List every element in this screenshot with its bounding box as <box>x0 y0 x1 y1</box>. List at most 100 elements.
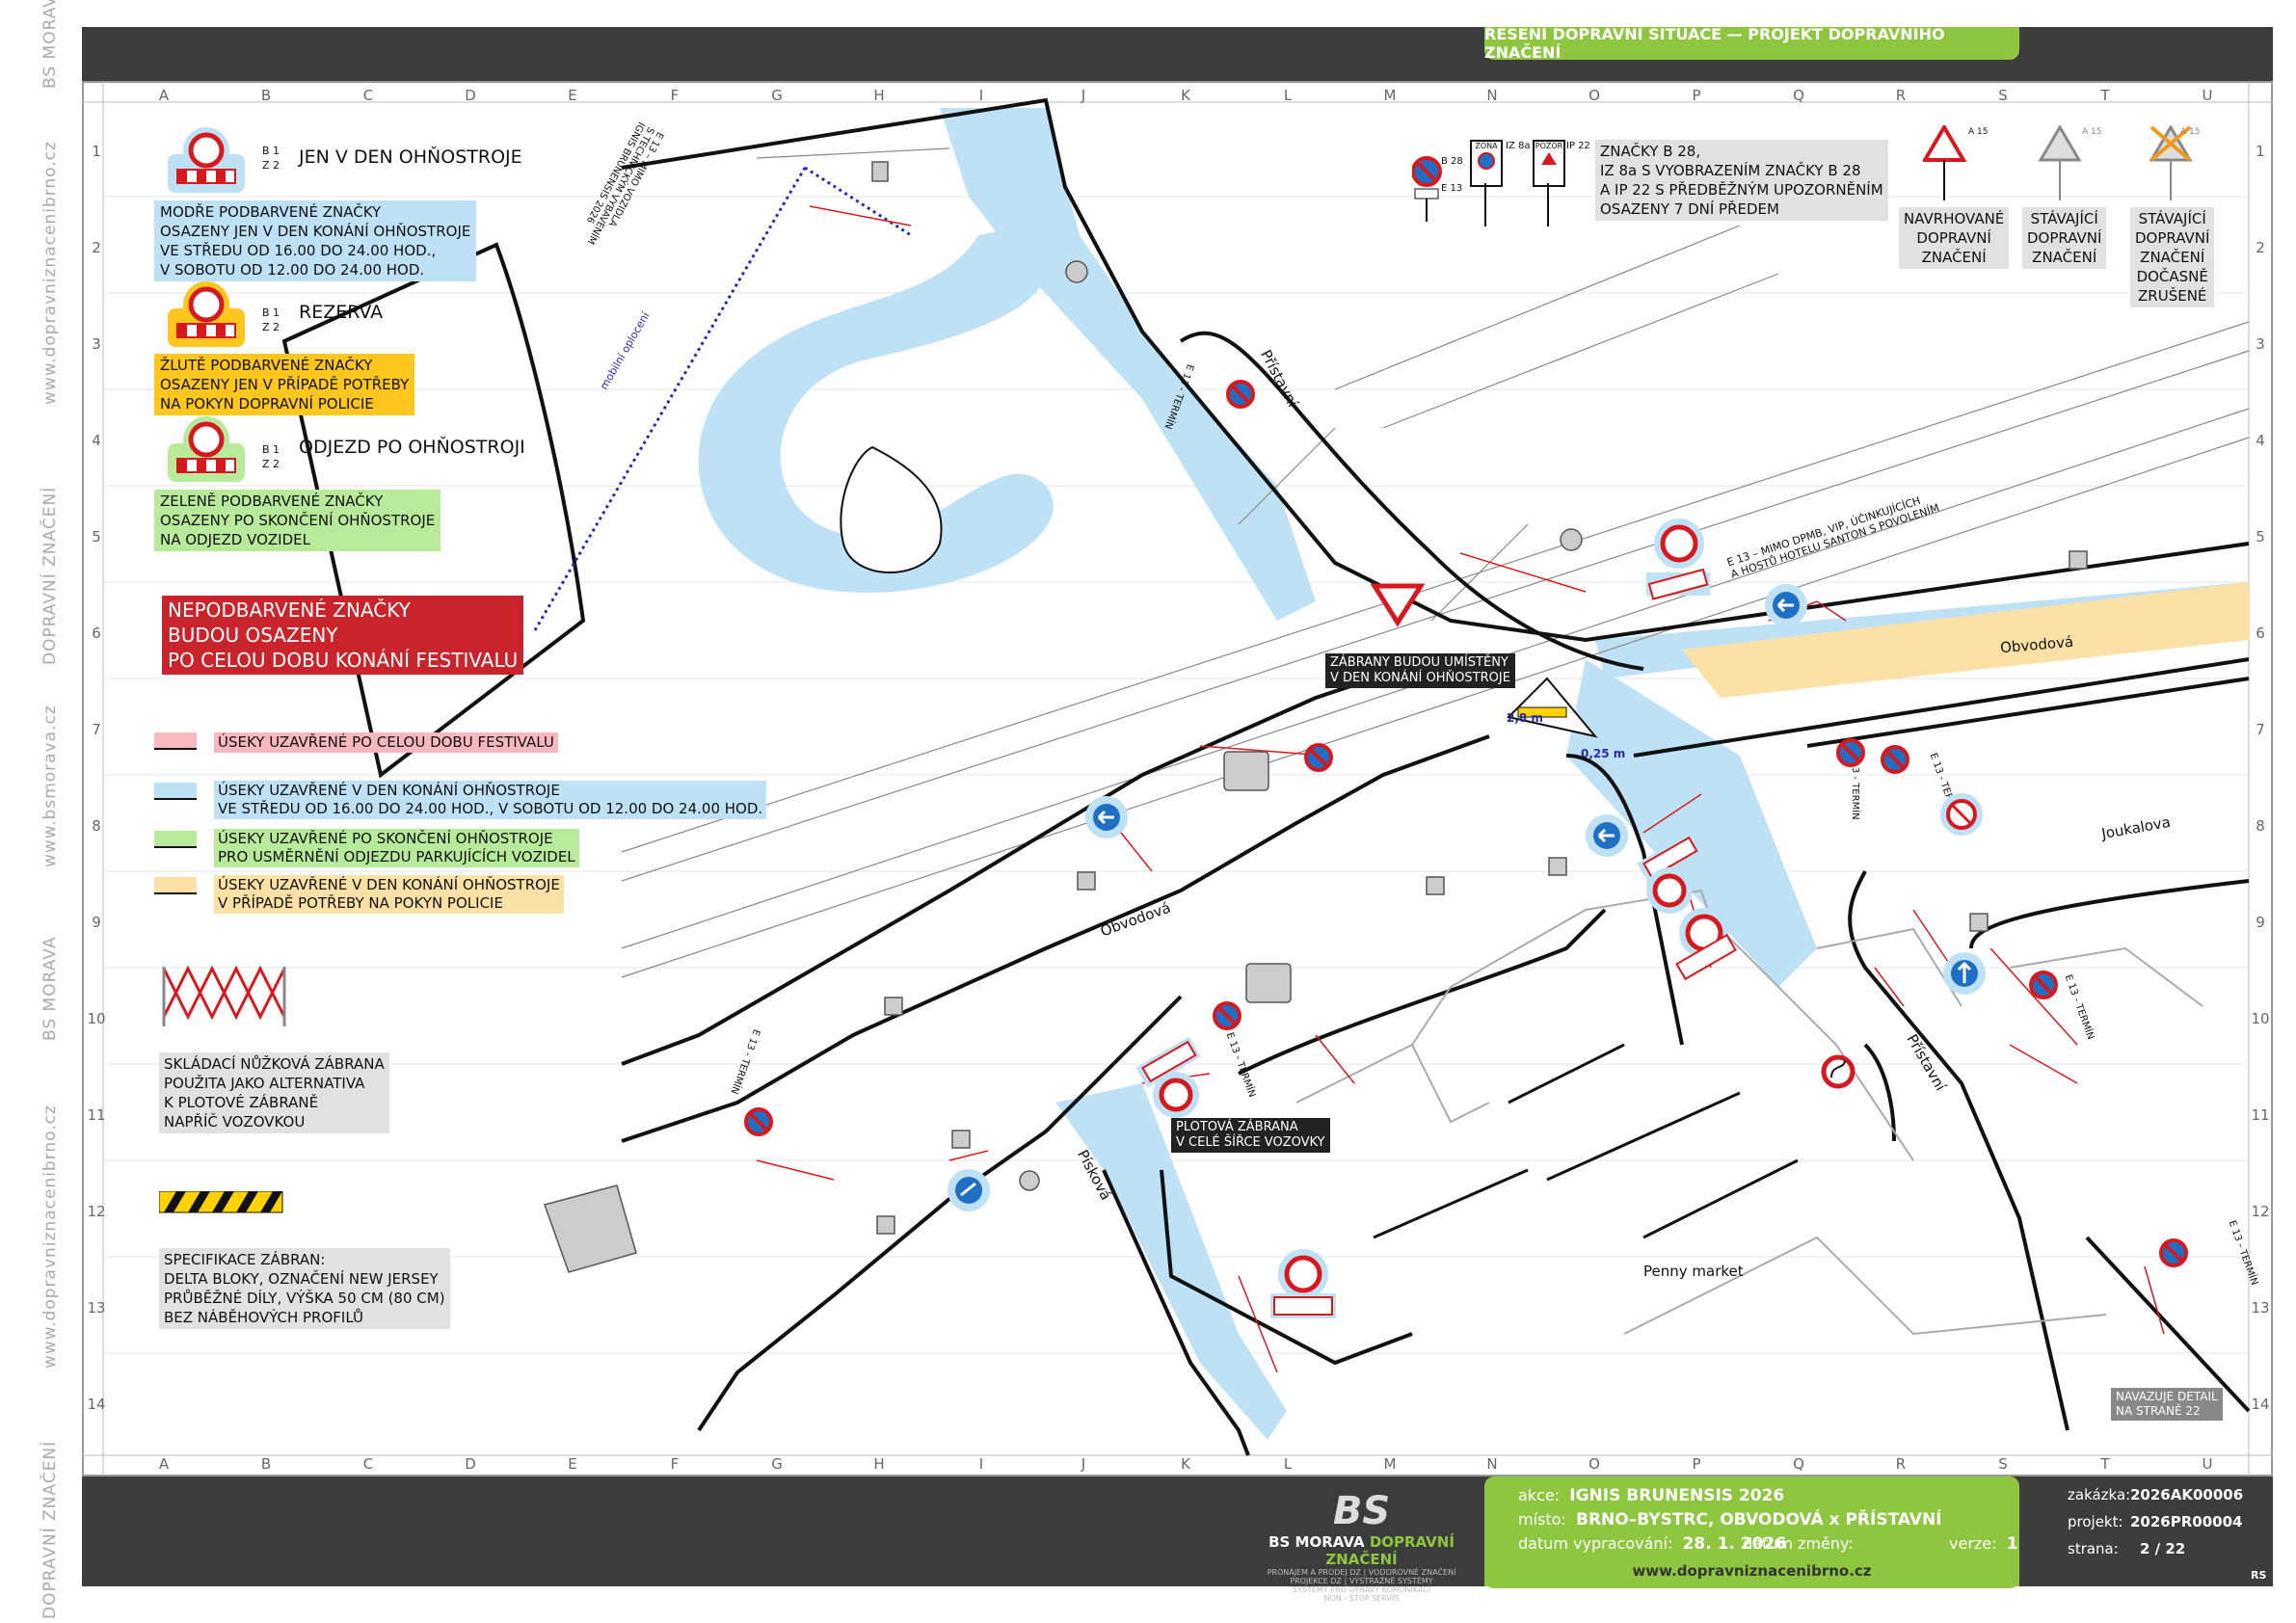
scissor-line-4: NAPŘÍČ VOZOVKOU <box>164 1113 306 1131</box>
top-b28-label: B 28 <box>1441 156 1463 167</box>
logo-mark: BS <box>1332 1489 1391 1533</box>
proposed-line-2: DOPRAVNÍ <box>1916 229 1991 247</box>
info-verze-label: verze: <box>1949 1534 1997 1553</box>
col-L: L <box>1283 87 1293 104</box>
label-navazuje-line-1: NAVAZUJE DETAIL <box>2116 1390 2218 1403</box>
logo-name-2: DOPRAVNÍ ZNAČENÍ <box>1325 1533 1455 1568</box>
segment-reserve-line-2: V PŘÍPADĚ POTŘEBY NA POKYN POLICIE <box>218 894 503 912</box>
sign-b1-center-2 <box>1675 908 1737 981</box>
cancelled-line-2: DOPRAVNÍ <box>2135 229 2210 247</box>
segment-day-line-1: ÚSEKY UZAVŘENÉ V DEN KONÁNÍ OHŇOSTROJE <box>218 782 560 799</box>
segment-departure-line-1: ÚSEKY UZAVŘENÉ PO SKONČENÍ OHŇOSTROJE <box>218 830 553 847</box>
top-pozor-text: POZOR <box>1535 142 1563 150</box>
legend-festival-line-2: BUDOU OSAZENY <box>168 624 338 647</box>
label-plotova-line-2: V CELÉ ŠÍŘCE VOZOVKY <box>1176 1135 1325 1150</box>
sign-b28-6 <box>2159 1238 2188 1267</box>
row-4: 4 <box>92 432 101 449</box>
row-14-right: 14 <box>2251 1396 2270 1413</box>
col-J-bottom: J <box>1081 1455 1086 1473</box>
row-8: 8 <box>92 817 101 835</box>
info-datum: datum vypracování: 28. 1. 2026 <box>1518 1534 1786 1554</box>
parking-lines <box>1373 1043 1799 1239</box>
legend-day-text: MODŘE PODBARVENÉ ZNAČKY OSAZENY JEN V DE… <box>154 200 477 281</box>
row-5-right: 5 <box>2256 528 2265 545</box>
top-zona-sign: ZÓNA <box>1470 140 1503 187</box>
col-T: T <box>2100 87 2110 104</box>
junction-barrier-stripe <box>1517 706 1567 718</box>
legend-day-line-1: MODŘE PODBARVENÉ ZNAČKY <box>160 203 382 221</box>
existing-sign-icon <box>2039 125 2082 200</box>
cancelled-legend-text: STÁVAJÍCÍ DOPRAVNÍ ZNAČENÍ DOČASNĚ ZRUŠE… <box>2130 207 2215 307</box>
loop-island <box>840 445 943 573</box>
company-logo: BS BS MORAVA DOPRAVNÍ ZNAČENÍ PRONÁJEM A… <box>1253 1489 1470 1603</box>
road-outlines <box>281 97 2251 1456</box>
legend-reserve-text: ŽLUTĚ PODBARVENÉ ZNAČKY OSAZENY JEN V PŘ… <box>154 354 415 415</box>
top-no-stopping-sign <box>1412 156 1442 222</box>
cancelled-a15-label: A 15 <box>2180 127 2201 137</box>
col-I: I <box>978 87 984 104</box>
swatch-departure <box>154 831 197 848</box>
row-1-right: 1 <box>2256 143 2265 160</box>
col-M-bottom: M <box>1383 1455 1397 1473</box>
swatch-festival <box>154 732 197 750</box>
sign-c2-2 <box>1586 814 1628 857</box>
col-A: A <box>158 87 170 104</box>
col-E: E <box>568 87 577 104</box>
row-6-right: 6 <box>2256 625 2265 642</box>
top-e13-label: E 13 <box>1441 183 1463 194</box>
top-signs-note: ZNAČKY B 28, IZ 8a S VYOBRAZENÍM ZNAČKY … <box>1595 140 1888 221</box>
cancelled-line-4: DOČASNĚ <box>2136 268 2208 285</box>
legend-festival-line-1: NEPODBARVENÉ ZNAČKY <box>168 599 411 622</box>
col-M: M <box>1383 87 1397 104</box>
row-6: 6 <box>92 625 101 642</box>
info-strana-label: strana: <box>2068 1540 2119 1557</box>
barrier-spec-text: SPECIFIKACE ZÁBRAN: DELTA BLOKY, OZNAČEN… <box>159 1248 450 1329</box>
top-ip22-label: IP 22 <box>1566 141 1590 151</box>
top-note-line-3: A IP 22 S PŘEDBĚŽNÝM UPOZORNĚNÍM <box>1600 181 1883 199</box>
col-T-bottom: T <box>2100 1455 2110 1473</box>
legend-day-line-4: V SOBOTU OD 12.00 DO 24.00 HOD. <box>160 261 425 279</box>
legend-reserve-line-1: ŽLUTĚ PODBARVENÉ ZNAČKY <box>160 357 373 374</box>
sign-p4-yield <box>1370 583 1426 627</box>
column-labels-top: A B C D E F G H I J K L M N O P Q R S T … <box>82 85 2273 106</box>
existing-line-2: DOPRAVNÍ <box>2027 229 2102 247</box>
legend-day-line-2: OSAZENY JEN V DEN KONÁNÍ OHŇOSTROJE <box>160 223 471 240</box>
proposed-sign-icon <box>1923 125 1967 200</box>
leader-lines <box>756 205 2165 1373</box>
col-P-bottom: P <box>1692 1455 1701 1473</box>
row-11-right: 11 <box>2251 1106 2270 1124</box>
top-pozor-icon <box>1541 152 1557 165</box>
cancelled-sign-icon <box>2149 125 2193 200</box>
column-labels-bottom: A B C D E F G H I J K L M N O P Q R S T … <box>82 1453 2273 1475</box>
col-J: J <box>1081 87 1086 104</box>
segment-reserve-text: ÚSEKY UZAVŘENÉ V DEN KONÁNÍ OHŇOSTROJE V… <box>214 875 564 914</box>
header-title: ŘEŠENÍ DOPRAVNÍ SITUACE — PROJEKT DOPRAV… <box>1484 25 2019 62</box>
label-dim-0-25m: 0,25 m <box>1581 747 1626 760</box>
legend-reserve-line-3: NA POKYN DOPRAVNÍ POLICIE <box>160 395 374 412</box>
logo-sub-2: PROJEKCE DZ | VÝSTRAŽNÉ SYSTÉMY <box>1290 1577 1433 1585</box>
label-zabrany-line-2: V DEN KONÁNÍ OHŇOSTROJE <box>1330 671 1510 685</box>
col-A-bottom: A <box>158 1455 170 1473</box>
col-C-bottom: C <box>362 1455 374 1473</box>
legend-festival-text: NEPODBARVENÉ ZNAČKY BUDOU OSAZENY PO CEL… <box>162 596 524 675</box>
sign-c2f <box>1943 952 1986 995</box>
swatch-day <box>154 783 197 800</box>
label-navazuje-line-2: NA STRANĚ 22 <box>2116 1404 2201 1418</box>
swatch-reserve <box>154 877 197 894</box>
col-N: N <box>1486 87 1498 104</box>
sign-c2-1 <box>1085 796 1128 838</box>
buildings <box>1295 889 2203 1336</box>
segment-day-line-2: VE STŘEDU OD 16.00 DO 24.00 HOD., V SOBO… <box>218 800 763 817</box>
row-3-right: 3 <box>2256 335 2265 353</box>
col-N-bottom: N <box>1486 1455 1498 1473</box>
col-K: K <box>1181 87 1190 104</box>
row-12: 12 <box>87 1203 106 1220</box>
sign-c2-3 <box>1765 584 1807 626</box>
info-datum-value: 28. 1. 2026 <box>1682 1534 1787 1554</box>
label-plotova-line-1: PLOTOVÁ ZÁBRANA <box>1176 1120 1298 1134</box>
row-8-right: 8 <box>2256 817 2265 835</box>
info-strana-value: 2 / 22 <box>2140 1540 2186 1557</box>
sign-b28-7 <box>1213 1001 1241 1030</box>
website-link[interactable]: www.dopravniznacenibrno.cz <box>1484 1554 2019 1588</box>
logo-sub-4: NON - STOP SERVIS <box>1323 1594 1400 1603</box>
